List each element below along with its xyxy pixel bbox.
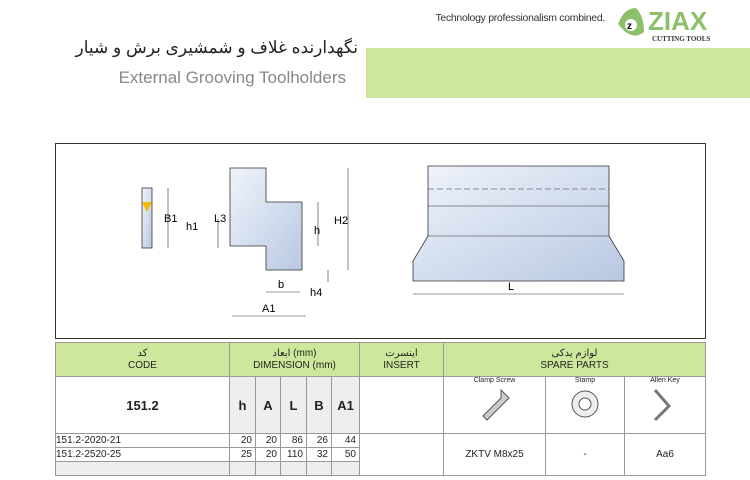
- screw-icon: [481, 388, 510, 421]
- empty-cell: [306, 461, 332, 476]
- empty-cell: [229, 461, 256, 476]
- cell: 32: [306, 447, 332, 462]
- empty-cell: [280, 461, 307, 476]
- cell: 110: [280, 447, 307, 462]
- code-fa: کد: [137, 347, 148, 359]
- cell: 20: [255, 447, 281, 462]
- title-english: External Grooving Toolholders: [118, 68, 346, 87]
- label-h4: h4: [310, 287, 322, 299]
- cell: 26: [306, 433, 332, 448]
- label-A1: A1: [262, 303, 275, 315]
- stamp-cell: Stamp: [545, 376, 625, 434]
- cell: 20: [229, 433, 256, 448]
- empty-cell: [55, 461, 230, 476]
- cell: 44: [331, 433, 360, 448]
- cell: 50: [331, 447, 360, 462]
- clamp-screw-label: Clamp Screw: [473, 377, 516, 384]
- spare-fa: لوازم یدکی: [551, 347, 598, 359]
- cell: 86: [280, 433, 307, 448]
- col-L: L: [280, 376, 307, 434]
- allen-key-label: Allen Key: [650, 377, 680, 384]
- allen-key-cell: Allen Key: [624, 376, 706, 434]
- empty-cell: [331, 461, 360, 476]
- label-H2: H2: [334, 215, 348, 227]
- clamp-screw-value: ZKTV M8x25: [443, 433, 546, 476]
- label-B1: B1: [164, 213, 177, 225]
- insert-cell: [359, 433, 444, 476]
- row-code: 151.2-2020-21: [55, 433, 230, 448]
- clamp-screw-cell: Clamp Screw: [443, 376, 546, 434]
- label-h1: h1: [186, 221, 198, 233]
- col-B: B: [306, 376, 332, 434]
- col-A: A: [255, 376, 281, 434]
- title-persian: نگهدارنده غلاف و شمشیری برش و شیار: [75, 38, 358, 57]
- washer-icon: [571, 390, 599, 418]
- label-L: L: [508, 281, 514, 293]
- allen-key-icon: [653, 389, 672, 422]
- insert-en: INSERT: [383, 359, 420, 371]
- header-bar: [366, 48, 750, 98]
- col-A1: A1: [331, 376, 360, 434]
- dim-fa: ابعاد (mm): [272, 347, 317, 359]
- label-b: b: [278, 279, 284, 291]
- cell: 20: [255, 433, 281, 448]
- svg-text:z: z: [627, 21, 632, 32]
- stamp-label: Stamp: [574, 377, 596, 384]
- empty-cell: [255, 461, 281, 476]
- col-h: h: [229, 376, 256, 434]
- svg-text:CUTTING TOOLS: CUTTING TOOLS: [652, 35, 710, 43]
- technical-drawing: B1 h1 L3 h H2 b h4 A1 L: [55, 143, 706, 339]
- label-L3: L3: [214, 213, 226, 225]
- ziax-logo: z ZIAX CUTTING TOOLS: [618, 6, 710, 43]
- row-code: 151.2-2520-25: [55, 447, 230, 462]
- insert-image-cell: [359, 376, 444, 434]
- label-h: h: [314, 225, 320, 237]
- code-en: CODE: [128, 359, 157, 371]
- dim-en: DIMENSION (mm): [253, 359, 336, 371]
- cell: 25: [229, 447, 256, 462]
- insert-fa: اینسرت: [385, 347, 418, 359]
- svg-text:ZIAX: ZIAX: [648, 6, 708, 36]
- spare-en: SPARE PARTS: [540, 359, 609, 371]
- family-code: 151.2: [55, 376, 230, 434]
- allen-key-value: Aa6: [624, 433, 706, 476]
- tagline: Technology professionalism combined.: [435, 12, 605, 24]
- stamp-value: -: [545, 433, 625, 476]
